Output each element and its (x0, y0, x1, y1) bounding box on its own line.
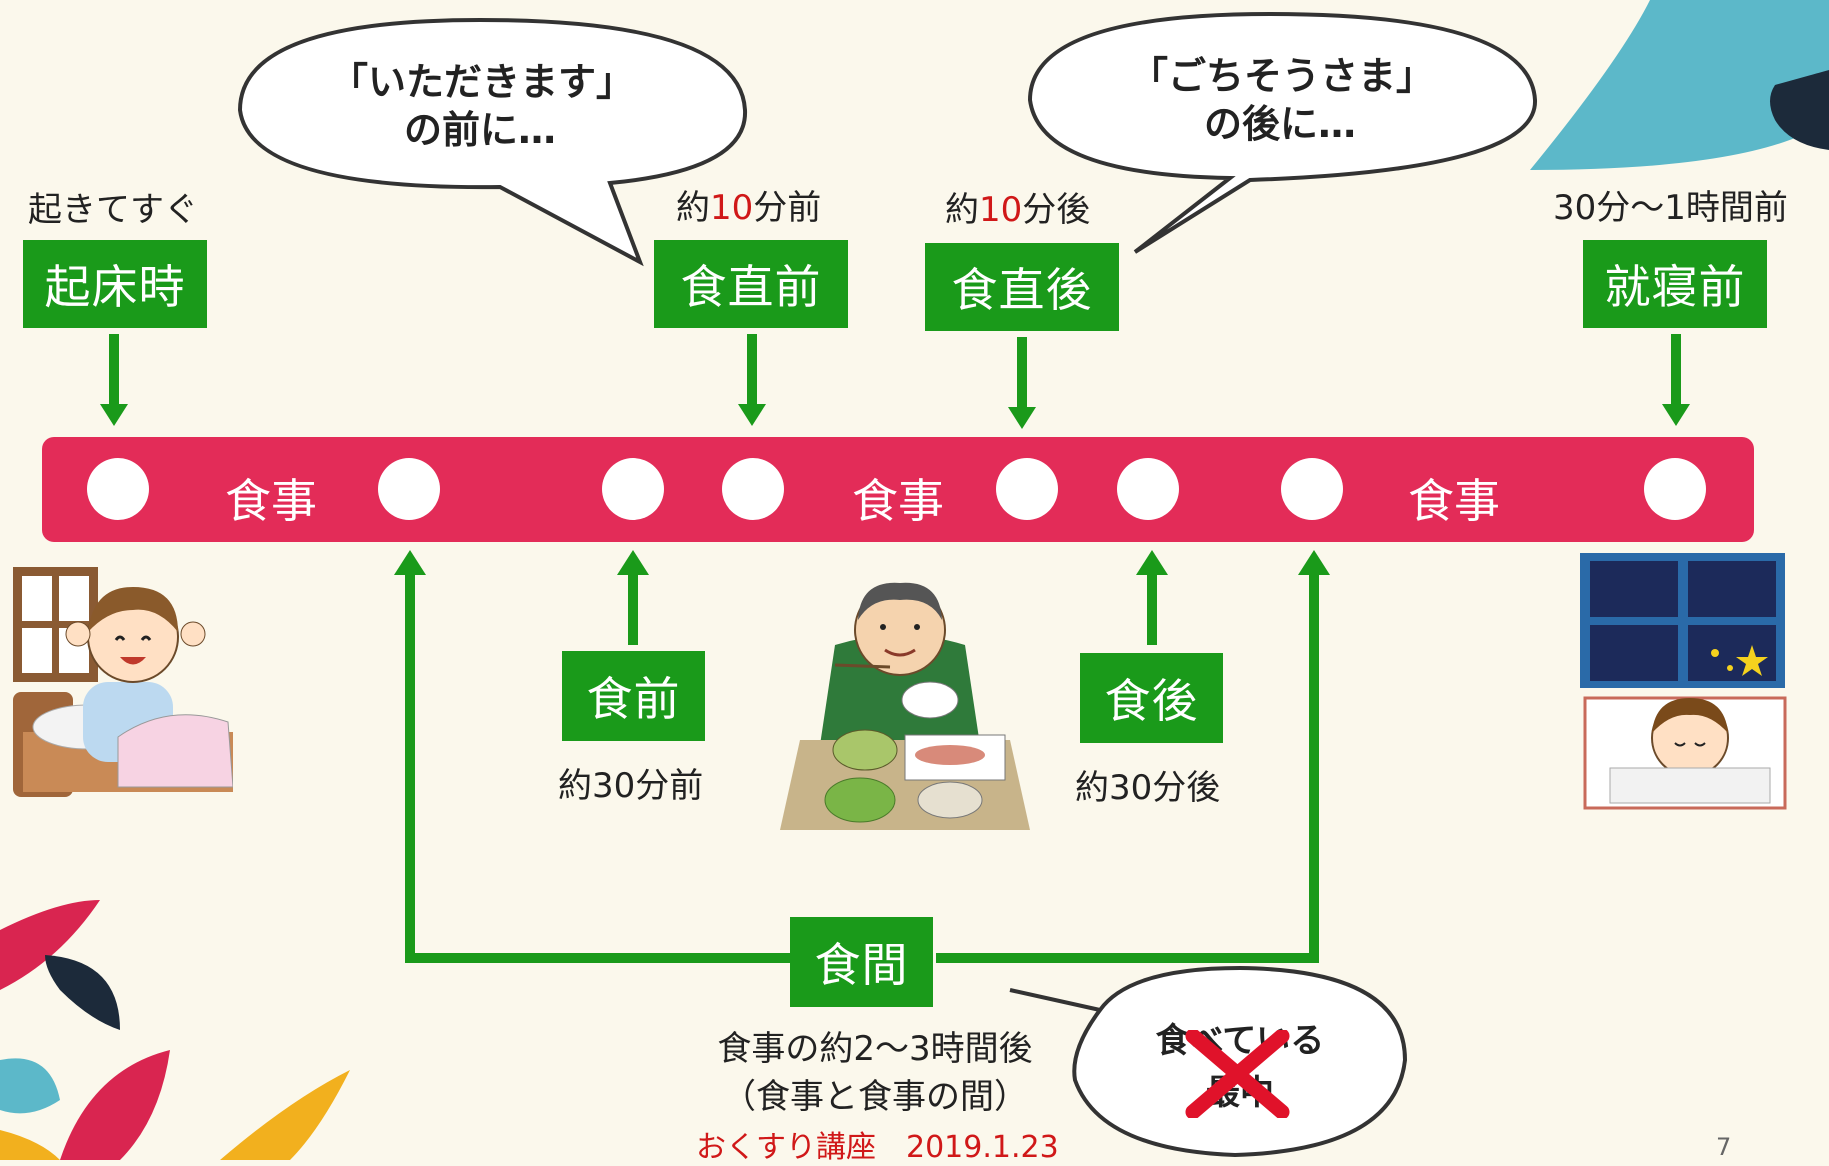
label-10min-after-prefix: 約 (945, 190, 979, 230)
bubble-bottom-shape (1009, 965, 1408, 1158)
timeline-dot (1117, 458, 1179, 520)
top-right-teal-leaf (1530, 0, 1829, 170)
man-hair (858, 582, 942, 620)
sleeping-hair (1652, 698, 1728, 733)
chopsticks (834, 663, 891, 669)
timeline-meal-1: 食事 (225, 474, 317, 528)
bubble-left-shape (237, 17, 748, 267)
label-between-meals-line1: 食事の約2〜3時間後 (717, 1029, 1033, 1069)
label-10min-after: 約10分後 (945, 182, 1090, 231)
label-10min-before-suffix: 分前 (753, 188, 822, 228)
box-bedtime: 就寝前 (1583, 240, 1767, 328)
up-arrows (394, 550, 1330, 963)
bottom-left-red-drop (60, 1050, 170, 1160)
timeline-dot (87, 458, 149, 520)
down-arrows (100, 334, 1690, 429)
bubble-left-line2: の前に… (403, 108, 556, 152)
salad-bowl (824, 777, 896, 823)
timeline-dot (602, 458, 664, 520)
bubble-right-line2: の後に… (1203, 102, 1356, 146)
bubble-left-text: 「いただきます」 の前に… (330, 58, 635, 154)
bubble-right-text: 「ごちそうさま」 の後に… (1130, 52, 1435, 148)
label-bedtime-time: 30分〜1時間前 (1553, 188, 1788, 228)
sleeping-illustration (1580, 553, 1787, 810)
label-10min-after-suffix: 分後 (1022, 190, 1091, 230)
label-30min-after: 約30分後 (1075, 768, 1221, 808)
label-between-meals: 食事の約2〜3時間後 （食事と食事の間） (690, 1025, 1060, 1121)
sleeping-blanket (1609, 767, 1771, 804)
footer-title: おくすり講座 2019.1.23 (696, 1130, 1059, 1165)
label-between-meals-line2: （食事と食事の間） (722, 1077, 1028, 1117)
label-10min-before: 約10分前 (676, 180, 821, 229)
timeline-dot (1281, 458, 1343, 520)
man-sweater (820, 635, 980, 745)
label-wakeup-time: 起きてすぐ (28, 190, 198, 230)
timeline-dot (722, 458, 784, 520)
label-10min-before-number: 10 (710, 188, 754, 228)
timeline-meal-2: 食事 (852, 474, 944, 528)
bottom-left-dark-drop (45, 955, 120, 1030)
bottom-left-yellow-leaf (220, 1070, 350, 1160)
label-10min-after-number: 10 (979, 190, 1023, 230)
cross-mark-icon (1185, 1030, 1290, 1118)
timeline-dot (1644, 458, 1706, 520)
box-between-meals: 食間 (790, 917, 933, 1007)
waking-up-illustration (13, 567, 233, 797)
bubble-right-line1: 「ごちそうさま」 (1130, 54, 1435, 98)
rice-bowl (901, 681, 959, 719)
miso-soup (832, 729, 898, 771)
bottom-left-red-petal (0, 900, 100, 990)
bubble-right-shape (1027, 11, 1538, 254)
bottom-left-teal-drop (0, 1058, 60, 1114)
label-30min-before: 約30分前 (558, 766, 704, 806)
box-after-meal: 食後 (1080, 653, 1223, 743)
bubble-left-line1: 「いただきます」 (330, 60, 635, 104)
page-number: 7 (1716, 1133, 1732, 1161)
bubble-bottom-line1: 食べている (1155, 1021, 1325, 1061)
box-just-after-meal: 食直後 (925, 243, 1119, 331)
box-just-before-meal: 食直前 (654, 240, 848, 328)
timeline-meal-3: 食事 (1408, 474, 1500, 528)
bottom-left-yellow-corner (0, 1130, 60, 1160)
label-10min-before-prefix: 約 (676, 188, 710, 228)
star-icon (1736, 645, 1768, 676)
timeline-dot (996, 458, 1058, 520)
hair (88, 587, 178, 632)
timeline-dot (378, 458, 440, 520)
box-before-meal: 食前 (562, 651, 705, 741)
side-dish (917, 781, 983, 819)
box-wakeup: 起床時 (23, 240, 207, 328)
fish (915, 745, 985, 765)
timeline-bar (42, 437, 1754, 542)
top-right-dark-drop (1770, 70, 1829, 150)
eating-man-illustration (780, 582, 1030, 830)
blanket (117, 714, 233, 788)
